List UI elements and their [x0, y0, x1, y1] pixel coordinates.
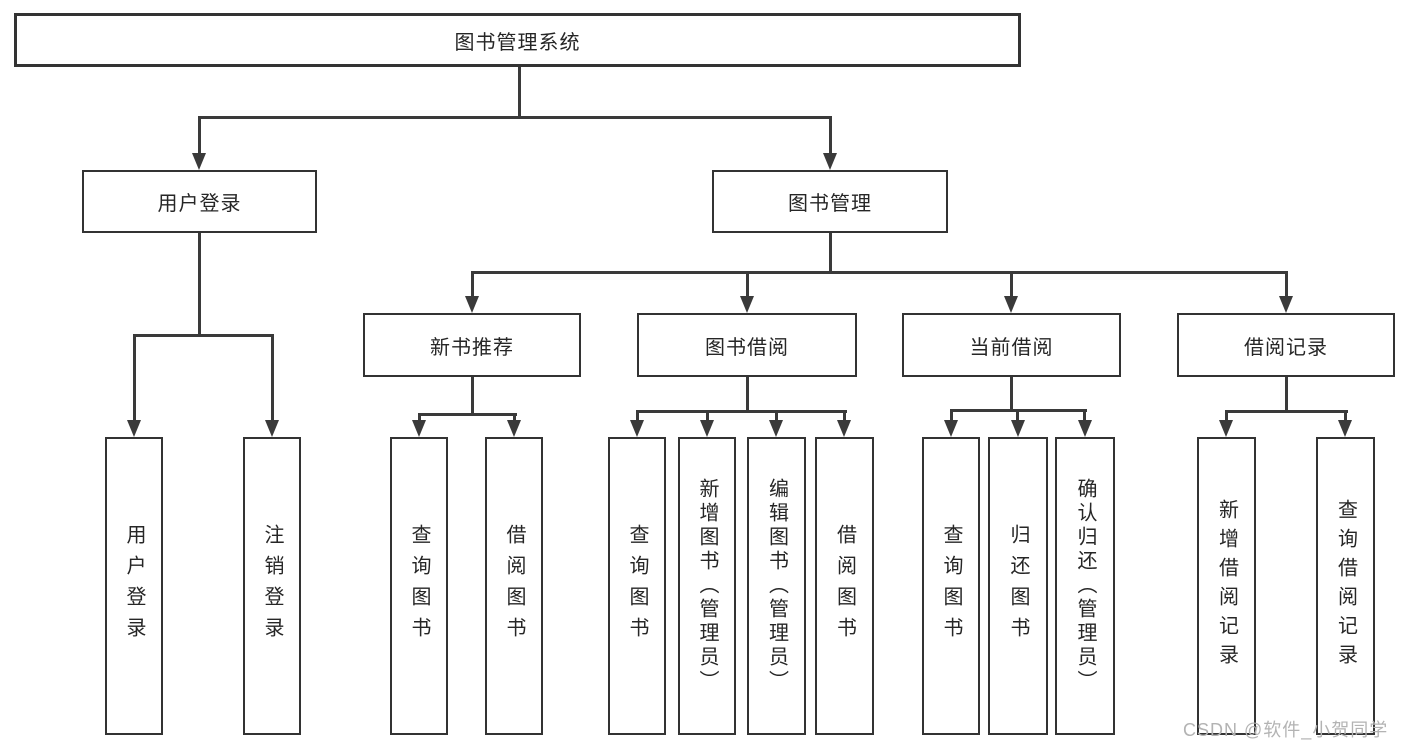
connector-vline — [1016, 409, 1019, 423]
node-book-borrow: 图书借阅 — [637, 313, 857, 377]
connector-vline — [198, 233, 201, 337]
connector-vline — [471, 271, 474, 299]
connector-vline — [133, 334, 136, 424]
connector-vline — [1285, 271, 1288, 299]
arrow-down-icon — [412, 420, 426, 437]
node-label: 用户登录 — [157, 193, 242, 215]
node-label: 新书推荐 — [430, 336, 514, 359]
leaf-query-books-current: 查询图书 — [922, 437, 980, 735]
connector-hline — [418, 413, 517, 416]
connector-vline — [829, 233, 832, 274]
connector-vline — [775, 410, 778, 423]
leaf-edit-books-admin: 编辑图书（管理员） — [747, 437, 806, 735]
node-label: 图书管理 — [788, 193, 872, 215]
connector-vline — [636, 410, 639, 423]
connector-vline — [271, 334, 274, 424]
arrow-down-icon — [769, 420, 783, 437]
arrow-down-icon — [740, 296, 754, 313]
arrow-down-icon — [944, 420, 958, 437]
leaf-add-borrow-record: 新增借阅记录 — [1197, 437, 1256, 735]
leaf-user-login: 用户登录 — [105, 437, 163, 735]
connector-hline — [471, 271, 1288, 274]
arrow-down-icon — [1279, 296, 1293, 313]
csdn-watermark: CSDN @软件_小贺同学 — [1183, 720, 1389, 740]
connector-hline — [133, 334, 274, 337]
node-label: 查询图书 — [626, 524, 648, 648]
connector-vline — [706, 410, 709, 423]
arrow-down-icon — [1004, 296, 1018, 313]
leaf-confirm-return-admin: 确认归还（管理员） — [1055, 437, 1115, 735]
connector-vline — [198, 116, 201, 156]
connector-vline — [1225, 410, 1228, 423]
connector-hline — [1225, 410, 1348, 413]
arrow-down-icon — [1078, 420, 1092, 437]
leaf-query-books-borrow: 查询图书 — [608, 437, 666, 735]
leaf-query-borrow-record: 查询借阅记录 — [1316, 437, 1375, 735]
connector-vline — [843, 410, 846, 423]
arrow-down-icon — [1011, 420, 1025, 437]
node-library-management-system: 图书管理系统 — [14, 13, 1021, 67]
node-current-borrow: 当前借阅 — [902, 313, 1121, 377]
node-borrow-records: 借阅记录 — [1177, 313, 1395, 377]
connector-hline — [198, 116, 832, 119]
leaf-add-books-admin: 新增图书（管理员） — [678, 437, 736, 735]
node-label: 图书借阅 — [705, 336, 789, 359]
node-label: 借阅记录 — [1244, 336, 1328, 359]
connector-vline — [1010, 377, 1013, 412]
arrow-down-icon — [837, 420, 851, 437]
arrow-down-icon — [1338, 420, 1352, 437]
arrow-down-icon — [630, 420, 644, 437]
node-user-login: 用户登录 — [82, 170, 317, 233]
connector-vline — [513, 413, 516, 424]
arrow-down-icon — [823, 153, 837, 170]
leaf-logout: 注销登录 — [243, 437, 301, 735]
leaf-query-books-recommend: 查询图书 — [390, 437, 448, 735]
connector-vline — [471, 377, 474, 416]
node-label: 查询图书 — [940, 524, 962, 648]
connector-vline — [1083, 409, 1086, 423]
arrow-down-icon — [265, 420, 279, 437]
connector-vline — [829, 116, 832, 156]
connector-vline — [950, 409, 953, 423]
connector-vline — [518, 65, 521, 119]
connector-vline — [746, 271, 749, 299]
node-label: 图书管理系统 — [454, 31, 581, 54]
connector-vline — [1010, 271, 1013, 299]
node-label: 用户登录 — [123, 524, 145, 648]
leaf-borrow-books-recommend: 借阅图书 — [485, 437, 543, 735]
node-book-management: 图书管理 — [712, 170, 948, 233]
node-label: 当前借阅 — [969, 336, 1054, 359]
leaf-borrow-books: 借阅图书 — [815, 437, 874, 735]
arrow-down-icon — [1219, 420, 1233, 437]
node-label: 归还图书 — [1007, 524, 1029, 648]
connector-vline — [746, 377, 749, 413]
arrow-down-icon — [700, 420, 714, 437]
arrow-down-icon — [192, 153, 206, 170]
connector-hline — [636, 410, 847, 413]
connector-vline — [418, 413, 421, 424]
node-label: 查询图书 — [408, 524, 430, 648]
node-label: 借阅图书 — [833, 524, 856, 648]
node-label: 确认归还（管理员） — [1074, 478, 1096, 694]
connector-vline — [1285, 377, 1288, 413]
arrow-down-icon — [127, 420, 141, 437]
node-label: 注销登录 — [261, 524, 283, 648]
node-label: 查询借阅记录 — [1334, 499, 1357, 673]
connector-vline — [1344, 410, 1347, 423]
node-label: 新增借阅记录 — [1215, 499, 1238, 673]
node-label: 借阅图书 — [503, 524, 525, 648]
node-new-book-recommend: 新书推荐 — [363, 313, 581, 377]
arrow-down-icon — [465, 296, 479, 313]
node-label: 编辑图书（管理员） — [765, 478, 788, 694]
arrow-down-icon — [507, 420, 521, 437]
node-label: 新增图书（管理员） — [696, 478, 718, 694]
leaf-return-books: 归还图书 — [988, 437, 1048, 735]
